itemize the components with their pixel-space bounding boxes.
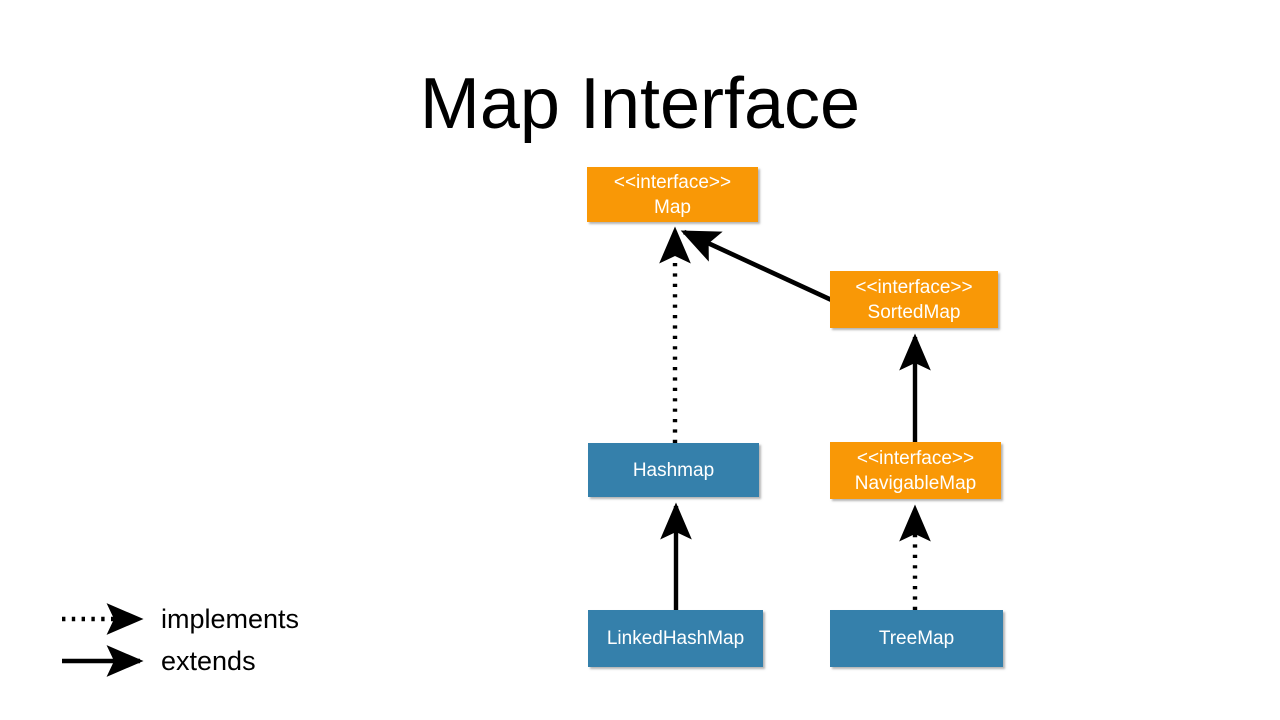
dotted-arrow-icon bbox=[62, 603, 144, 635]
legend-item-extends: extends bbox=[60, 640, 256, 682]
legend: implements extends bbox=[60, 598, 360, 688]
class-name-label: SortedMap bbox=[867, 301, 961, 323]
class-name-label: NavigableMap bbox=[854, 472, 977, 494]
stereotype-label: <<interface>> bbox=[856, 447, 975, 469]
legend-label-implements: implements bbox=[161, 604, 300, 634]
class-name-label: Hashmap bbox=[632, 459, 715, 481]
uml-node-linkedhashmap[interactable]: LinkedHashMap bbox=[588, 610, 763, 667]
class-name-label: Map bbox=[654, 196, 691, 218]
uml-node-sortedmap[interactable]: <<interface>> SortedMap bbox=[830, 271, 998, 328]
edge-sortedmap-extends-map bbox=[680, 229, 839, 306]
legend-label-extends: extends bbox=[161, 646, 256, 676]
uml-node-treemap[interactable]: TreeMap bbox=[830, 610, 1003, 667]
legend-item-implements: implements bbox=[60, 598, 299, 640]
solid-arrow-icon bbox=[62, 645, 144, 677]
uml-node-hashmap[interactable]: Hashmap bbox=[588, 443, 759, 497]
uml-node-map[interactable]: <<interface>> Map bbox=[587, 167, 758, 222]
stereotype-label: <<interface>> bbox=[855, 276, 973, 298]
class-name-label: LinkedHashMap bbox=[606, 628, 745, 649]
class-name-label: TreeMap bbox=[878, 628, 955, 649]
uml-node-navigablemap[interactable]: <<interface>> NavigableMap bbox=[830, 442, 1001, 499]
stereotype-label: <<interface>> bbox=[613, 171, 732, 193]
page-title: Map Interface bbox=[419, 64, 861, 144]
